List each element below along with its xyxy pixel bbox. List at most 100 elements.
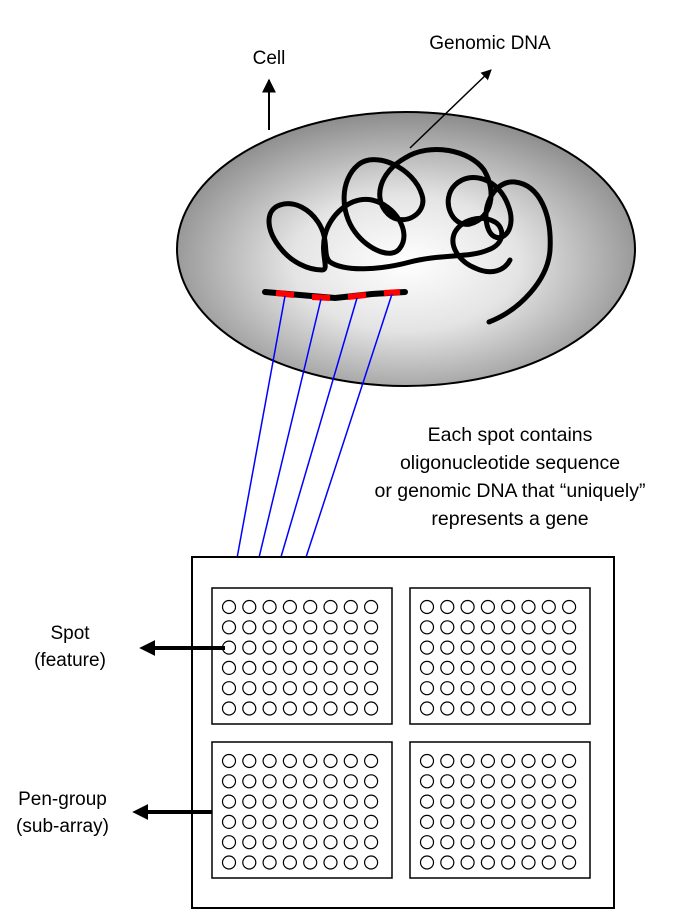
spot: [282, 620, 297, 635]
spot: [480, 794, 495, 809]
spot: [541, 660, 556, 676]
spot: [343, 774, 358, 789]
spot: [541, 774, 556, 789]
spot: [303, 814, 318, 830]
spot: [242, 701, 257, 716]
spot: [440, 794, 455, 809]
spot: [480, 814, 495, 830]
gene-segment-1: [275, 290, 295, 298]
pen-group-label: Pen-group (sub-array): [0, 786, 125, 840]
spot: [282, 794, 297, 809]
spot: [242, 660, 257, 676]
sub-array-3: [211, 741, 393, 879]
spot: [480, 620, 495, 635]
spot-label-subtitle: (feature): [34, 650, 106, 671]
spot: [282, 814, 297, 830]
spot: [419, 774, 435, 789]
spot: [541, 640, 556, 655]
spot: [323, 620, 338, 635]
spot: [460, 774, 475, 789]
spot: [221, 835, 237, 850]
spot: [501, 814, 516, 830]
spot: [541, 620, 556, 635]
spot: [480, 701, 495, 716]
spot: [343, 701, 358, 716]
spot: [364, 660, 379, 676]
spot: [282, 855, 297, 870]
spot: [262, 794, 277, 809]
spot: [501, 701, 516, 716]
spot: [364, 794, 379, 809]
spot: [419, 814, 435, 830]
spot: [561, 774, 577, 789]
spot: [282, 599, 297, 615]
spot: [440, 774, 455, 789]
spot: [440, 620, 455, 635]
spot: [460, 794, 475, 809]
genomic-dna-label: Genomic DNA: [429, 33, 551, 54]
spot: [561, 855, 577, 870]
spot: [323, 753, 338, 769]
spot: [262, 855, 277, 870]
spot: [262, 681, 277, 696]
spot: [480, 835, 495, 850]
spot: [521, 753, 536, 769]
spot: [419, 599, 435, 615]
spot: [480, 599, 495, 615]
spot: [521, 855, 536, 870]
spot: [521, 701, 536, 716]
spot: [460, 640, 475, 655]
spot: [242, 753, 257, 769]
spot: [501, 855, 516, 870]
spot: [221, 814, 237, 830]
spot-description-line: represents a gene: [431, 508, 589, 530]
spot-description: Each spot contains oligonucleotide seque…: [330, 421, 678, 533]
spot: [460, 855, 475, 870]
spot: [521, 774, 536, 789]
spot: [262, 620, 277, 635]
spot: [419, 681, 435, 696]
spot: [541, 855, 556, 870]
spot: [323, 599, 338, 615]
spot: [561, 620, 577, 635]
spot: [561, 701, 577, 716]
spot: [419, 701, 435, 716]
spot: [242, 794, 257, 809]
spot: [323, 640, 338, 655]
spot: [561, 681, 577, 696]
spot: [303, 835, 318, 850]
spot: [242, 620, 257, 635]
spot: [440, 753, 455, 769]
spot: [303, 794, 318, 809]
spot: [242, 774, 257, 789]
spot: [419, 660, 435, 676]
spot: [501, 660, 516, 676]
spot: [303, 681, 318, 696]
spot: [262, 701, 277, 716]
spot: [323, 794, 338, 809]
spot: [221, 701, 237, 716]
spot: [501, 835, 516, 850]
spot: [242, 835, 257, 850]
spot: [480, 855, 495, 870]
spot: [221, 660, 237, 676]
pen-group-label-title: Pen-group: [18, 789, 107, 810]
spot: [343, 640, 358, 655]
spot: [440, 660, 455, 676]
spot: [501, 774, 516, 789]
spot: [364, 701, 379, 716]
spot: [501, 794, 516, 809]
spot: [440, 701, 455, 716]
spot: [364, 640, 379, 655]
spot: [221, 855, 237, 870]
spot: [343, 855, 358, 870]
spot: [282, 835, 297, 850]
spot: [460, 599, 475, 615]
spot: [440, 599, 455, 615]
spot: [460, 660, 475, 676]
spot: [343, 620, 358, 635]
spot: [480, 753, 495, 769]
spot: [282, 753, 297, 769]
spot-description-line: oligonucleotide sequence: [399, 452, 621, 474]
